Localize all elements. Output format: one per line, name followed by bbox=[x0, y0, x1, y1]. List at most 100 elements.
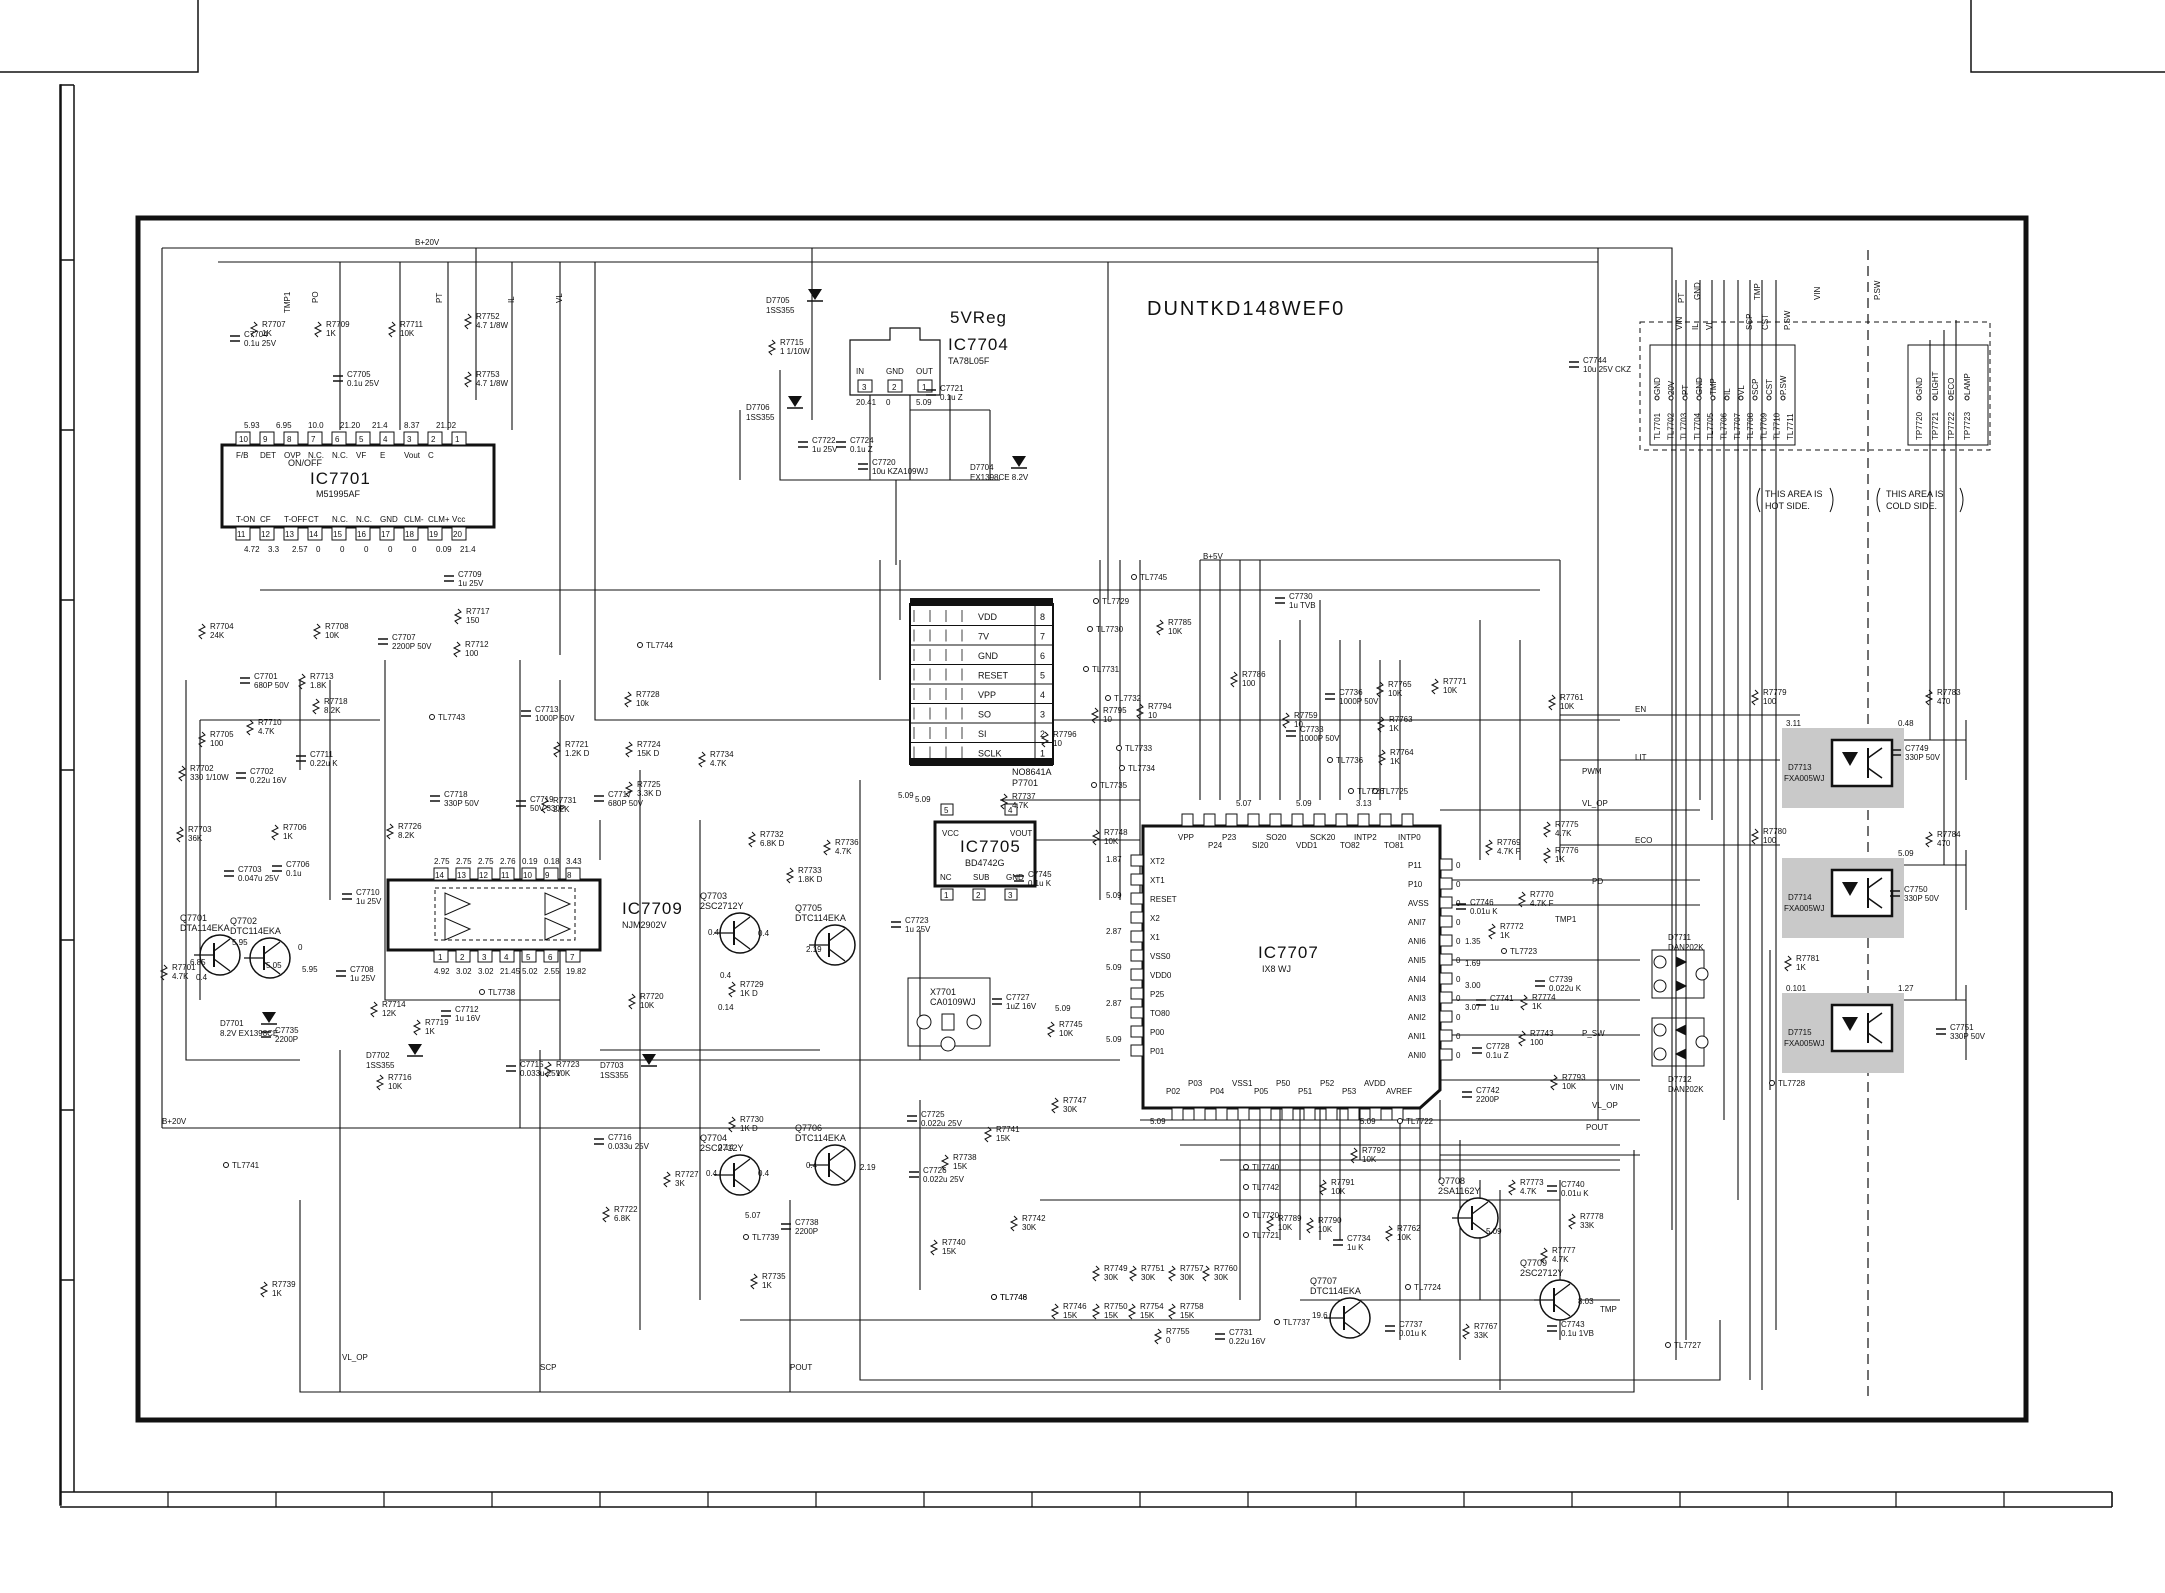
capacitor-ref: C7738 bbox=[795, 1218, 819, 1227]
capacitor-ref: C7707 bbox=[392, 633, 416, 642]
resistor-value: 36K bbox=[188, 834, 203, 843]
resistor-ref: R7730 bbox=[740, 1115, 764, 1124]
resistor-symbol bbox=[1128, 1265, 1138, 1282]
connector-row-num: 1 bbox=[1040, 749, 1045, 759]
ic7701-bottom-pin-name: T-ON bbox=[236, 515, 255, 524]
capacitor-value: 2200P bbox=[1476, 1095, 1499, 1104]
ic7707-bottom-pin-name: VSS1 bbox=[1232, 1079, 1253, 1088]
ic7701-bottom-pin bbox=[451, 526, 467, 541]
capacitor-ref: C7709 bbox=[458, 570, 482, 579]
resistor-value: 4.7K bbox=[1552, 1255, 1569, 1264]
board-title: DUNTKD148WEF0 bbox=[1147, 298, 1345, 320]
connector-row-num: 3 bbox=[1040, 710, 1045, 720]
resistor-ref: R7745 bbox=[1059, 1020, 1083, 1029]
crystal-part: CA0109WJ bbox=[930, 997, 976, 1007]
ic7707-left-pin bbox=[1130, 949, 1144, 962]
ic7709: IC7709 NJM2902V 142.75132.75122.75112.76… bbox=[386, 857, 682, 976]
capacitor-value: 1u TVB bbox=[1289, 601, 1316, 610]
resistor-ref: R7757 bbox=[1180, 1264, 1204, 1273]
resistor-ref: R7762 bbox=[1397, 1224, 1421, 1233]
resistor-symbol bbox=[983, 1126, 993, 1143]
tp-b-ref: TP7723 bbox=[1963, 411, 1972, 440]
diode-part: EX1398CE 8.2V bbox=[970, 473, 1029, 482]
resistor-value: 10K bbox=[1331, 1187, 1346, 1196]
ic7707-left-pin bbox=[1130, 911, 1144, 924]
ic7701-top-pin-name: Vout bbox=[404, 451, 421, 460]
ic7707-right-voltage: 1.35 bbox=[1465, 937, 1481, 946]
capacitor-ref: C7713 bbox=[535, 705, 559, 714]
ic7707-right-pin bbox=[1439, 991, 1453, 1004]
resistor-value: 10K bbox=[556, 1069, 571, 1078]
tp-b-pin-name: ECO bbox=[1947, 378, 1956, 395]
ic7707-bottom-pin bbox=[1237, 1107, 1250, 1121]
tp-b-pin-dot bbox=[1948, 395, 1954, 401]
resistor-ref: R7771 bbox=[1443, 677, 1467, 686]
top-signal-label: GND bbox=[1693, 282, 1702, 300]
photocoupler-emitter bbox=[1867, 767, 1883, 779]
resistor-value: 8.2K bbox=[324, 706, 341, 715]
connector-row-name: GND bbox=[978, 651, 999, 661]
capacitor-value: 0.1u Z bbox=[1486, 1051, 1509, 1060]
transistor-voltage: 5.07 bbox=[745, 1211, 761, 1220]
capacitor-value: 2200P 50V bbox=[392, 642, 432, 651]
resistor-ref: R7752 bbox=[476, 312, 500, 321]
resistor-value: 4.7K bbox=[835, 847, 852, 856]
resistor-value: 1K bbox=[1532, 1002, 1542, 1011]
resistor-value: 10 bbox=[1294, 720, 1303, 729]
ic7707-bottom-pin bbox=[1215, 1107, 1228, 1121]
diode-symbol bbox=[262, 1012, 276, 1023]
resistor-symbol bbox=[749, 1273, 759, 1290]
ic7705-pin bbox=[1004, 888, 1018, 901]
capacitor-value: 0.1u K bbox=[1028, 879, 1052, 888]
resistor-ref: R7701 bbox=[172, 963, 196, 972]
resistor-symbol bbox=[822, 839, 832, 856]
ic7709-bottom-voltage: 19.82 bbox=[566, 967, 587, 976]
resistor-ref: R7772 bbox=[1500, 922, 1524, 931]
testpoint-marker bbox=[1119, 765, 1125, 771]
resistor-value: 3K bbox=[675, 1179, 685, 1188]
testpoint-marker bbox=[1087, 626, 1093, 632]
tp-a-pin-dot bbox=[1710, 395, 1716, 401]
schematic-border bbox=[135, 215, 2029, 1423]
ic7709-bottom-voltage: 2.55 bbox=[544, 967, 560, 976]
testpoint-marker bbox=[429, 714, 435, 720]
testpoint-marker bbox=[1665, 1342, 1671, 1348]
diode-part: 8.2V EX1398CE bbox=[220, 1029, 278, 1038]
resistor-value: 10K bbox=[1362, 1155, 1377, 1164]
net-label: TL7744 bbox=[646, 641, 674, 650]
ic7707-right-pin bbox=[1439, 1010, 1453, 1023]
transistor-voltage: 5.09 bbox=[1486, 1227, 1502, 1236]
resistor-value: 30K bbox=[1180, 1273, 1195, 1282]
ic7709-top-voltage: 2.75 bbox=[478, 857, 494, 866]
transistor-voltage: 0 bbox=[298, 943, 303, 952]
resistor-ref: R7790 bbox=[1318, 1216, 1342, 1225]
ic7707-bottom-pin bbox=[1369, 1107, 1382, 1121]
ic7707-top-pin-name: SO20 bbox=[1266, 833, 1287, 842]
top-signal-label: SCP bbox=[1745, 314, 1754, 330]
net-label: TL7726 bbox=[1357, 787, 1385, 796]
resistor-ref: R7784 bbox=[1937, 830, 1961, 839]
resistor-value: 470 bbox=[1937, 697, 1951, 706]
ic7705-pin bbox=[940, 888, 954, 901]
ic7707-top-pin-name: INTP0 bbox=[1398, 833, 1421, 842]
ic7707-right-pin bbox=[1439, 1029, 1453, 1042]
testpoint-marker bbox=[1348, 788, 1354, 794]
resistor-ref: R7736 bbox=[835, 838, 859, 847]
tp-a-pin-name: TMP bbox=[1709, 378, 1718, 395]
net-label: TL7725 bbox=[1381, 787, 1409, 796]
ic7701-bottom-voltage: 2.57 bbox=[292, 545, 308, 554]
capacitor-ref: C7724 bbox=[850, 436, 874, 445]
ic7709-top-voltage: 0.18 bbox=[544, 857, 560, 866]
photocoupler-emitter bbox=[1867, 897, 1883, 909]
photocoupler-out-voltage: 0.48 bbox=[1898, 719, 1914, 728]
capacitor-value: 0.1u bbox=[286, 869, 302, 878]
transistor-voltage: 0.14 bbox=[718, 1143, 734, 1152]
ic7709-top-pin-num: 14 bbox=[435, 871, 444, 880]
resistor-ref: R7791 bbox=[1331, 1178, 1355, 1187]
capacitor-value: 10u KZA109WJ bbox=[872, 467, 928, 476]
ic7707-left-pin bbox=[1130, 873, 1144, 886]
ic7701-bottom-voltage: 3.3 bbox=[268, 545, 280, 554]
photocoupler-body bbox=[1830, 1003, 1894, 1053]
